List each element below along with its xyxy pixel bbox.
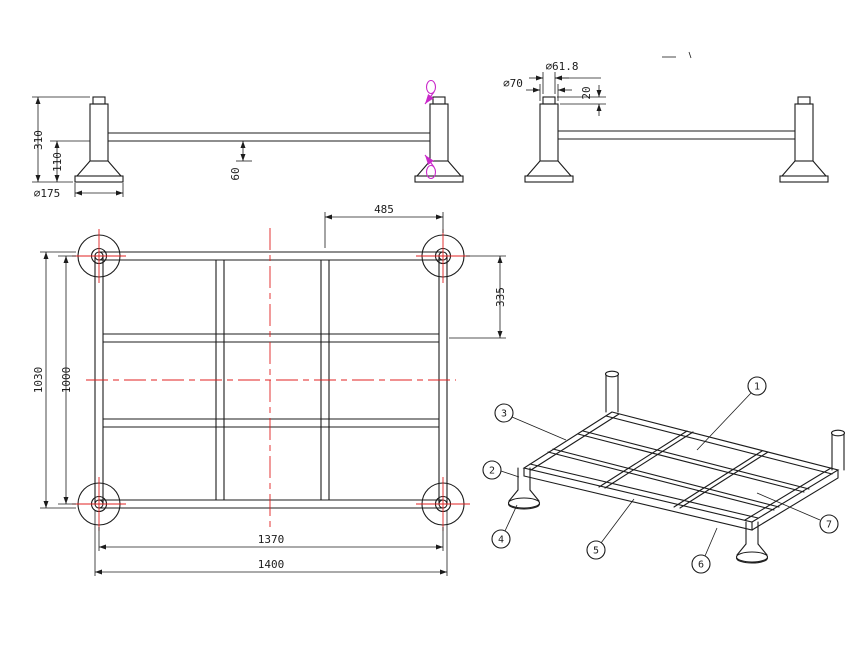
balloon-1: 1: [696, 376, 767, 451]
plan-dim-bay: 485: [374, 203, 394, 216]
side-dim-top: 20: [580, 86, 593, 99]
balloon-6: 6: [691, 527, 718, 574]
plan-dim-center-width: 1370: [258, 533, 285, 546]
balloon-1-label: 1: [754, 382, 760, 393]
front-dim-foot-dia: ∅175: [34, 187, 61, 200]
side-dim-post-dia: ∅61.8: [545, 60, 578, 73]
plan-dim-row: 335: [494, 287, 507, 307]
balloon-4-label: 4: [498, 535, 504, 546]
section-cut-mark-top: [424, 79, 437, 105]
section-cut-marks: [424, 79, 437, 180]
plan-grid-members: [103, 260, 439, 500]
balloon-5: 5: [586, 498, 635, 560]
iso-grid-members: [547, 430, 810, 511]
front-rail: [108, 132, 430, 142]
side-dim-leg-dia: ∅70: [503, 77, 523, 90]
front-dim-gap: 60: [229, 167, 242, 180]
iso-foot-front: [735, 521, 769, 564]
plan-corner-foot-bottom-left: [72, 477, 126, 531]
side-dimensions: ∅61.8 ∅70 20: [503, 60, 606, 116]
balloon-5-label: 5: [593, 546, 599, 557]
front-view: 310 110 ∅175 60: [32, 79, 464, 200]
side-left-leg: [524, 96, 574, 183]
side-right-leg: [779, 96, 829, 183]
plan-dimensions: 485 335 1030 1000 1370 1400: [32, 203, 507, 576]
plan-centerlines: [86, 228, 456, 532]
stray-marks: [662, 51, 692, 59]
front-dim-foot-height: 110: [51, 152, 64, 172]
plan-dim-center-height: 1000: [60, 367, 73, 394]
balloon-3: 3: [494, 403, 567, 441]
side-rail: [558, 130, 795, 140]
balloon-4: 4: [491, 504, 518, 549]
front-dim-height: 310: [32, 130, 45, 150]
plan-dim-outer-width: 1400: [258, 558, 285, 571]
plan-view: 485 335 1030 1000 1370 1400: [32, 203, 507, 576]
plan-dim-outer-height: 1030: [32, 367, 45, 394]
balloon-7: 7: [756, 492, 839, 534]
front-right-leg: [414, 96, 464, 183]
side-view: ∅61.8 ∅70 20: [503, 51, 829, 183]
iso-deck: [522, 411, 840, 531]
section-cut-mark-bottom: [424, 154, 437, 180]
isometric-view: 1 2 3 4 5 6 7: [482, 370, 846, 574]
iso-post-right: [830, 429, 846, 471]
balloon-7-label: 7: [826, 520, 832, 531]
balloon-2: 2: [482, 460, 520, 480]
balloon-3-label: 3: [501, 409, 507, 420]
balloon-6-label: 6: [698, 560, 704, 571]
plan-corner-foot-bottom-right: [416, 477, 470, 531]
front-dimensions: 310 110 ∅175 60: [32, 96, 252, 200]
iso-post-back: [604, 370, 620, 413]
plan-corner-foot-top-right: [416, 229, 470, 283]
iso-foot-left: [507, 467, 541, 510]
front-left-leg: [74, 96, 124, 183]
balloon-2-label: 2: [489, 466, 495, 477]
plan-corner-foot-top-left: [72, 229, 126, 283]
